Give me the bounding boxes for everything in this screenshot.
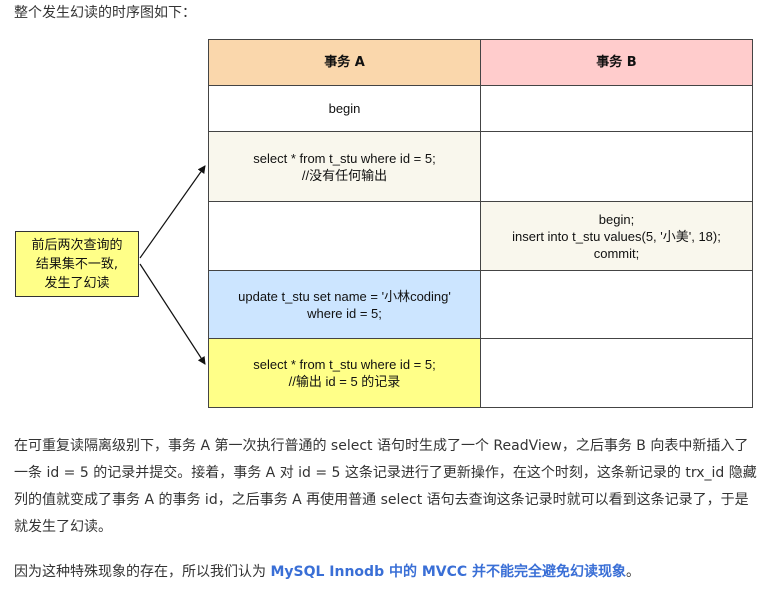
intro-text: 整个发生幻读的时序图如下： bbox=[14, 5, 196, 21]
row-2-a: select * from t_stu where id = 5; //没有任何… bbox=[209, 132, 481, 201]
row-3-b: begin; insert into t_stu values(5, '小美',… bbox=[481, 202, 752, 270]
sequence-table: 事务 A 事务 B begin select * from t_stu wher… bbox=[208, 39, 753, 408]
table-row: begin bbox=[209, 86, 752, 132]
row-4-b bbox=[481, 271, 752, 338]
note-line-2: 结果集不一致, bbox=[35, 256, 119, 272]
header-row: 事务 A 事务 B bbox=[209, 40, 752, 86]
row-1-b bbox=[481, 86, 752, 131]
explanation-paragraph: 在可重复读隔离级别下，事务 A 第一次执行普通的 select 语句时生成了一个… bbox=[14, 438, 757, 535]
row-5-a: select * from t_stu where id = 5; //输出 i… bbox=[209, 339, 481, 407]
note-line-3: 发生了幻读 bbox=[44, 275, 110, 291]
row-3-a bbox=[209, 202, 481, 270]
row-5-b bbox=[481, 339, 752, 407]
conclusion-prefix: 因为这种特殊现象的存在，所以我们认为 bbox=[14, 564, 271, 580]
row-4-a: update t_stu set name = '小林coding' where… bbox=[209, 271, 481, 338]
row-2-b bbox=[481, 132, 752, 201]
table-row: select * from t_stu where id = 5; //输出 i… bbox=[209, 339, 752, 407]
header-transaction-a: 事务 A bbox=[209, 40, 481, 85]
arrow-to-first-select bbox=[139, 165, 206, 259]
conclusion-suffix: 。 bbox=[626, 564, 641, 580]
table-row: select * from t_stu where id = 5; //没有任何… bbox=[209, 132, 752, 202]
header-transaction-b: 事务 B bbox=[481, 40, 752, 85]
phantom-read-note: 前后两次查询的 结果集不一致, 发生了幻读 bbox=[15, 231, 139, 297]
table-row: update t_stu set name = '小林coding' where… bbox=[209, 271, 752, 339]
note-line-1: 前后两次查询的 bbox=[31, 237, 123, 253]
conclusion-highlight: MySQL Innodb 中的 MVCC 并不能完全避免幻读现象 bbox=[270, 564, 627, 580]
arrow-to-second-select bbox=[139, 263, 206, 365]
conclusion-paragraph: 因为这种特殊现象的存在，所以我们认为 MySQL Innodb 中的 MVCC … bbox=[14, 561, 640, 581]
row-1-a: begin bbox=[209, 86, 481, 131]
table-row: begin; insert into t_stu values(5, '小美',… bbox=[209, 202, 752, 271]
